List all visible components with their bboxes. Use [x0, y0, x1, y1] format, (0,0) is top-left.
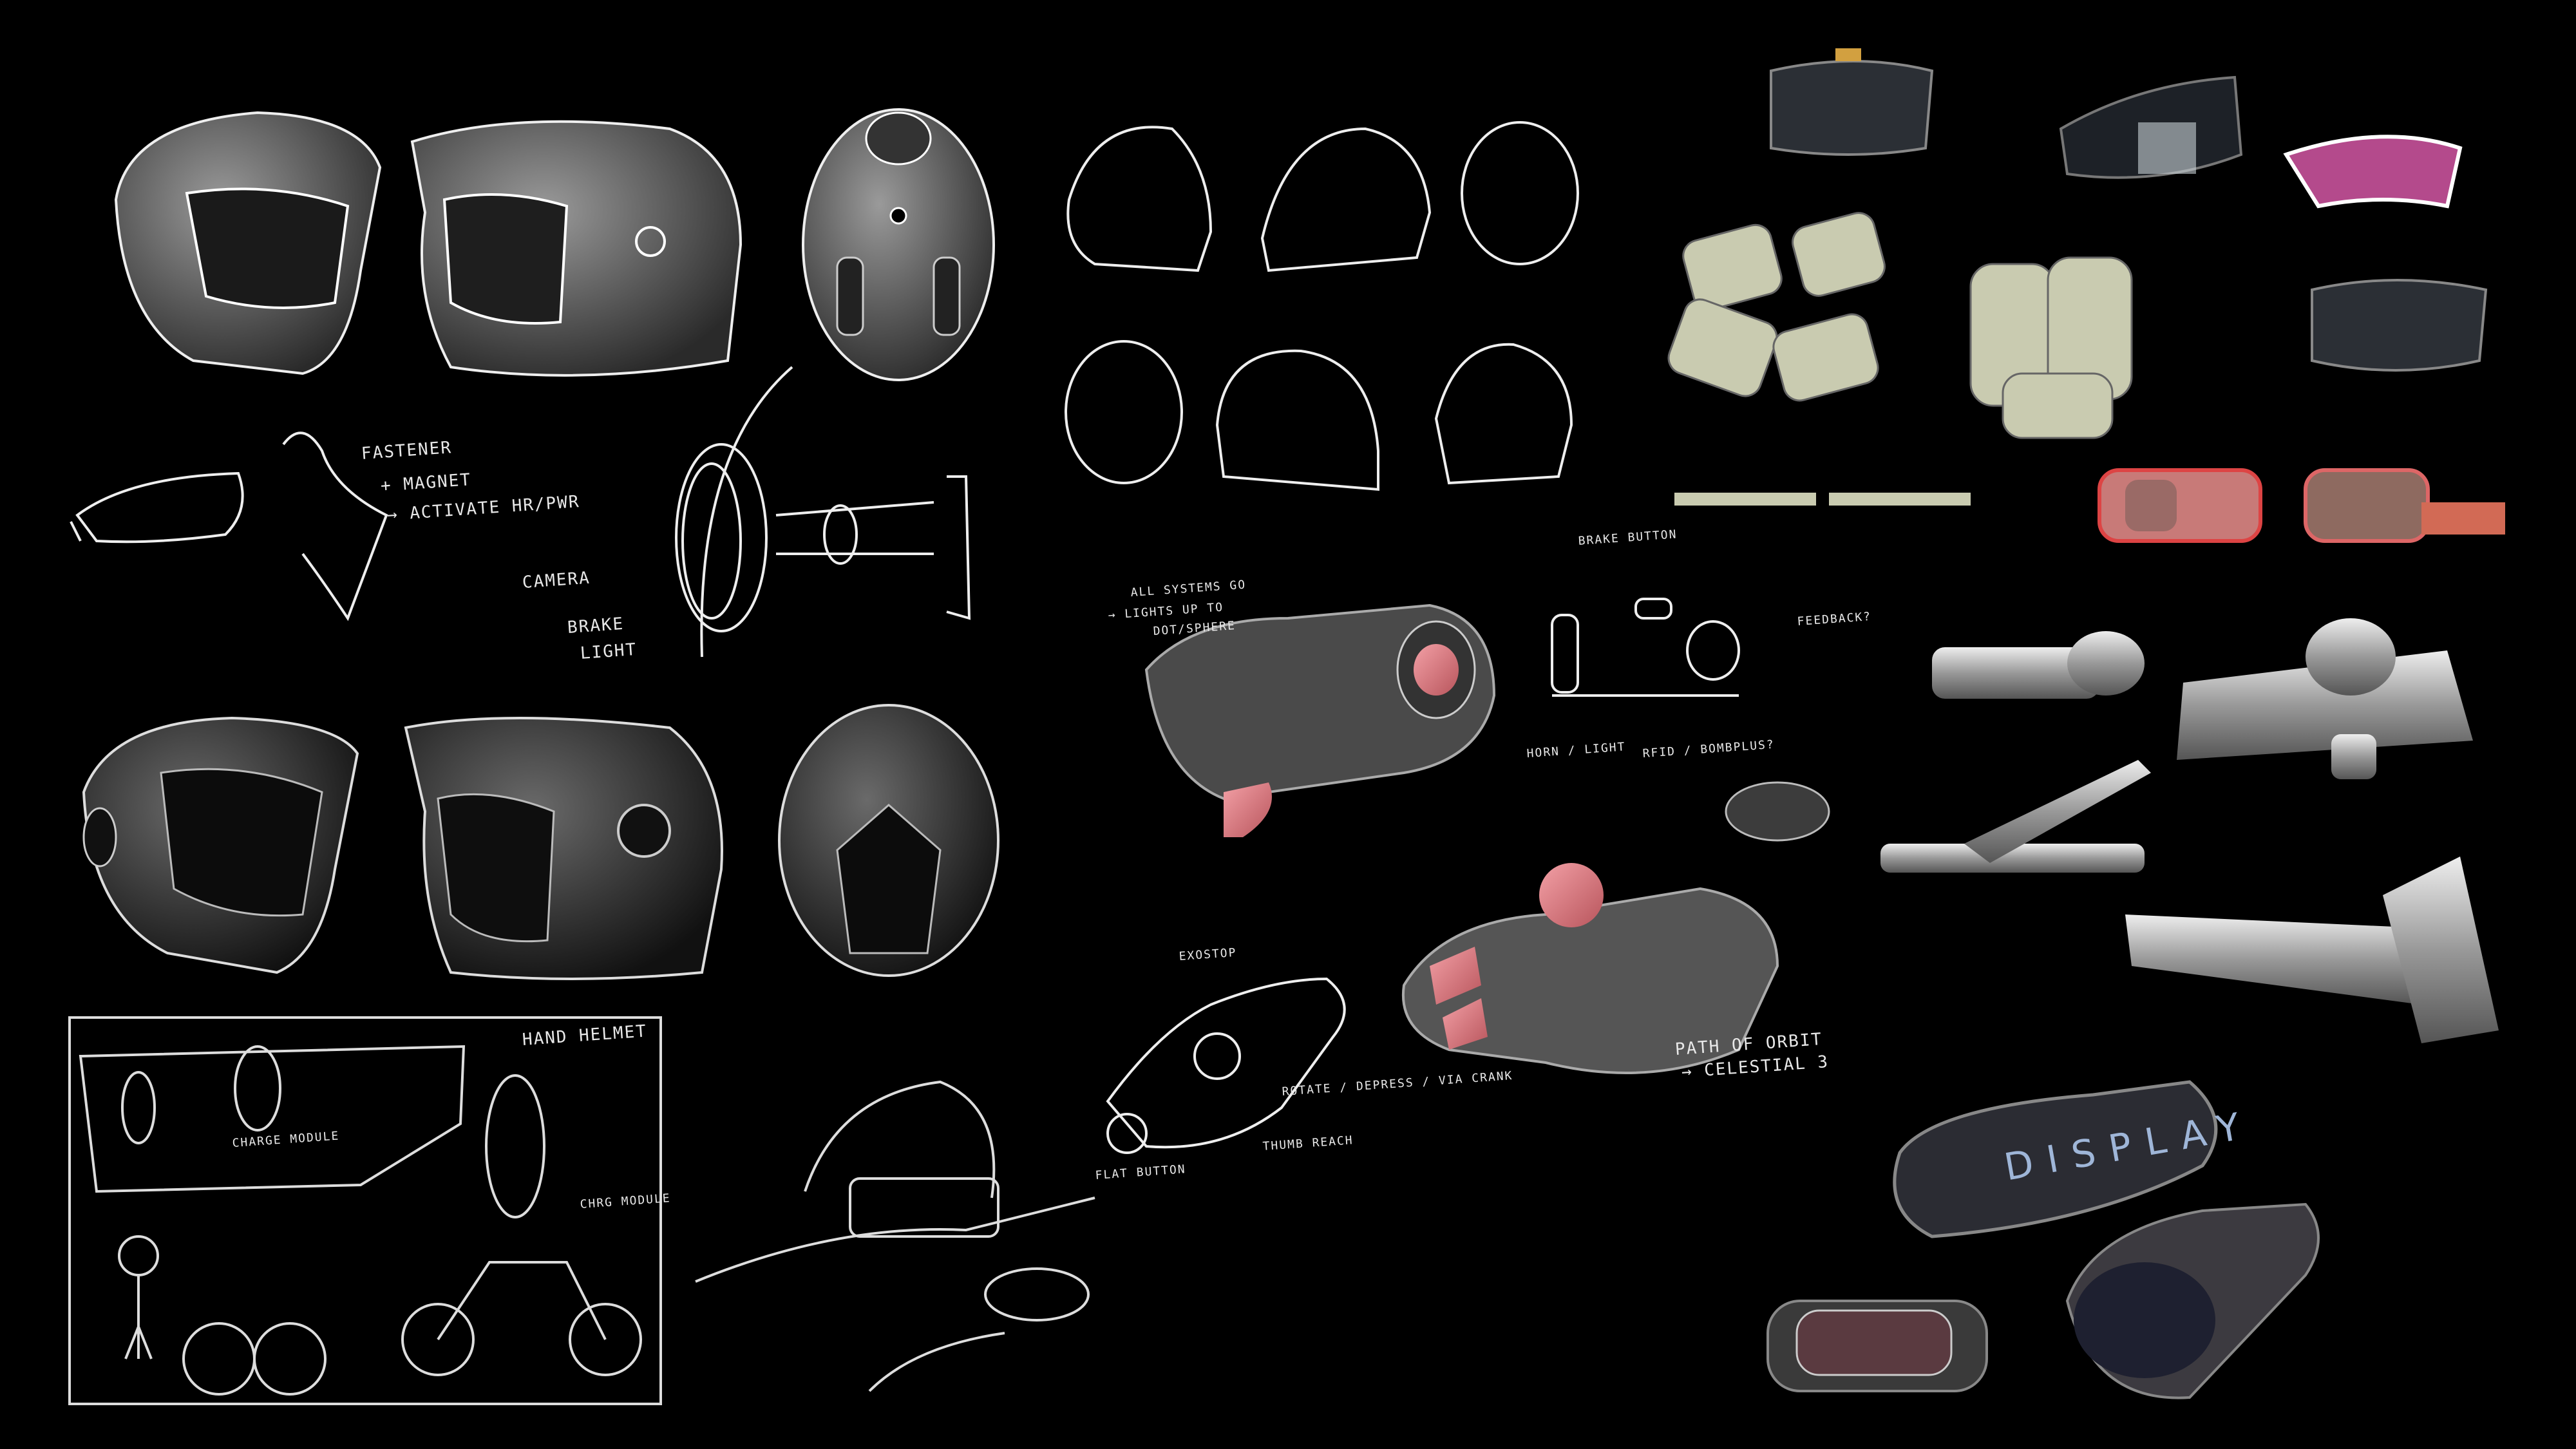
helmet-render-top [802, 108, 995, 381]
goggle-pink-mirror [2283, 135, 2463, 209]
helmet-dark-render-1 [82, 716, 359, 974]
handlebar-grip-3 [2125, 857, 2499, 1043]
controller-render-2 [1401, 781, 1830, 1074]
goggle-dark-3 [2311, 279, 2488, 372]
goggle-dark-2 [2059, 75, 2243, 179]
helmet-render-side-right [410, 120, 743, 377]
display-pod-round [2065, 1202, 2320, 1399]
handlebar-cockpit-sketch [695, 1080, 1095, 1392]
helmet-line-sketches [1065, 121, 1579, 491]
controller-render-1 [1144, 603, 1496, 837]
helmet-dark-render-top [778, 704, 999, 977]
goggle-line-sketch [70, 431, 388, 621]
brake-light-line-sketch [675, 366, 971, 658]
helmet-dark-render-2 [404, 717, 723, 980]
brake-lever [1880, 760, 2151, 873]
padding-set-1 [1667, 212, 1886, 402]
note-brake: BRAKE [567, 614, 625, 638]
handlebar-grip-1 [1932, 631, 2145, 699]
goggle-dark-1 [1770, 48, 1934, 156]
padding-set-2 [1969, 256, 2133, 439]
note-light: LIGHT [580, 639, 638, 663]
goggle-orange-2 [2304, 468, 2505, 543]
button-schematic-sketch [1106, 598, 1740, 1154]
storyboard-frame [68, 1016, 662, 1405]
helmet-render-side-left [114, 111, 382, 375]
handlebar-grip-2 [2177, 618, 2473, 779]
display-unit [1893, 1080, 2218, 1238]
pad-fastener-strip [1674, 493, 1971, 506]
display-pod-small [1766, 1300, 1988, 1392]
goggle-orange-1 [2098, 468, 2262, 543]
